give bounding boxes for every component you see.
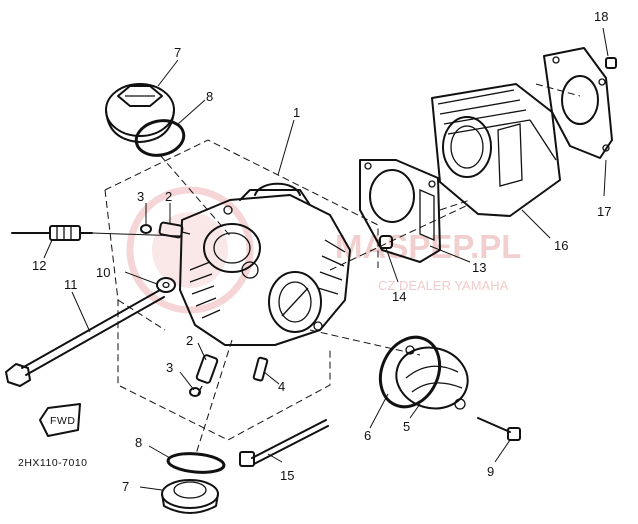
callout-12: 12 [32, 258, 46, 273]
callout-8-bottom: 8 [135, 435, 142, 450]
callout-labels: 7 8 1 3 2 12 10 11 2 3 4 8 7 15 6 5 9 14… [32, 9, 611, 494]
callout-2-bottom: 2 [186, 333, 193, 348]
callout-1: 1 [293, 105, 300, 120]
cylinder [431, 83, 561, 217]
stud-short [252, 356, 269, 382]
catalog-code: 2HX110-7010 [18, 457, 88, 469]
oil-filler-cap-top [105, 83, 175, 143]
callout-5: 5 [403, 419, 410, 434]
oil-drain-cap-bottom [161, 479, 219, 514]
cylinder-head [179, 182, 351, 346]
stud-bolt-long [5, 289, 165, 387]
cylinder-base-gasket [543, 47, 613, 159]
callout-6: 6 [364, 428, 371, 443]
callout-13: 13 [472, 260, 486, 275]
cover-gasket [378, 335, 442, 409]
o-ring-top [134, 119, 186, 157]
callout-11: 11 [64, 277, 78, 292]
callout-15: 15 [280, 468, 294, 483]
callout-8-top: 8 [206, 89, 213, 104]
cylinder-head-gasket [359, 159, 441, 263]
callout-14: 14 [392, 289, 406, 304]
callout-7-bottom: 7 [122, 479, 129, 494]
fwd-label: FWD [50, 415, 75, 427]
callout-3-top: 3 [137, 189, 144, 204]
cover-bolt [477, 417, 521, 441]
leader-lines [43, 27, 609, 491]
callout-3-bottom: 3 [166, 360, 173, 375]
o-ring-bottom [166, 452, 226, 474]
callout-2-top: 2 [165, 189, 172, 204]
callout-4: 4 [278, 379, 285, 394]
cylinder-head-assembly-boundary [104, 139, 469, 441]
watermark-sub-text: CZ DEALER YAMAHA [378, 278, 509, 293]
washer [156, 277, 176, 293]
callout-10: 10 [96, 265, 110, 280]
callout-18: 18 [594, 9, 608, 24]
nut-bottom [189, 387, 201, 397]
spark-plug [11, 225, 183, 241]
dowel-pin-18 [605, 57, 617, 69]
nut-top [140, 224, 152, 234]
bolt-long [239, 419, 329, 467]
callout-9: 9 [487, 464, 494, 479]
callout-16: 16 [554, 238, 568, 253]
fwd-direction-arrow: FWD [39, 403, 81, 437]
callout-7-top: 7 [174, 45, 181, 60]
tappet-cover [395, 345, 469, 410]
watermark-logo-disc [152, 212, 228, 288]
callout-17: 17 [597, 204, 611, 219]
valve-adjuster-bottom [195, 354, 219, 395]
watermark-main-text: MASPEP.PL [335, 228, 521, 265]
watermark: MASPEP.PL CZ DEALER YAMAHA [126, 186, 521, 314]
